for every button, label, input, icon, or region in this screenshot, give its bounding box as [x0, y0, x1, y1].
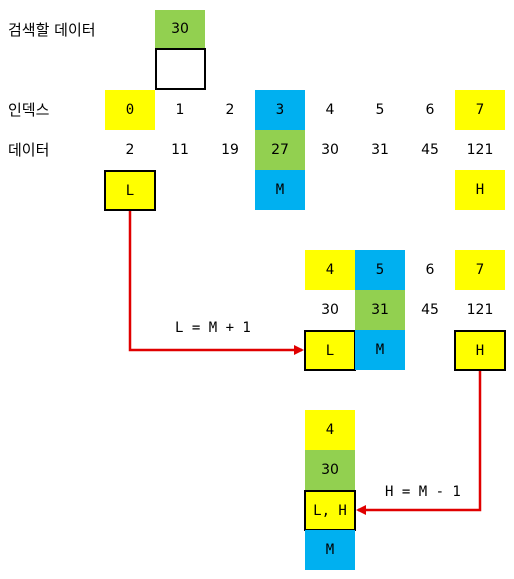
- step2-value-2: 45: [421, 302, 439, 318]
- marker-mid: M: [255, 170, 305, 210]
- search-value: 30: [155, 10, 205, 48]
- index-cell-2: 2: [225, 102, 235, 118]
- data-cell-3: 27: [255, 130, 305, 170]
- data-label: 데이터: [8, 141, 50, 159]
- step2-index-1: 5: [355, 250, 405, 290]
- step2-value-1: 31: [355, 290, 405, 330]
- index-cell-1: 1: [175, 102, 185, 118]
- data-cell-6: 45: [421, 142, 439, 158]
- data-cell-7: 121: [466, 142, 494, 158]
- data-cell-0: 2: [125, 142, 135, 158]
- data-cell-1: 11: [171, 142, 189, 158]
- step3-operation: H = M - 1: [385, 484, 461, 500]
- data-cell-2: 19: [221, 142, 239, 158]
- step2-value-3: 121: [466, 302, 494, 318]
- arrow-low-update: [128, 211, 304, 355]
- step3-value: 30: [305, 450, 355, 490]
- step2-marker-high: H: [454, 330, 506, 371]
- marker-high: H: [455, 170, 505, 210]
- index-cell-5: 5: [375, 102, 385, 118]
- step2-marker-mid: M: [355, 330, 405, 370]
- index-cell-4: 4: [325, 102, 335, 118]
- arrow-high-update: [356, 371, 482, 515]
- index-cell-3: 3: [255, 90, 305, 130]
- index-cell-0: 0: [105, 90, 155, 130]
- step2-value-0: 30: [321, 302, 339, 318]
- marker-low: L: [104, 170, 156, 211]
- index-cell-7: 7: [455, 90, 505, 130]
- step2-index-0: 4: [305, 250, 355, 290]
- step2-index-2: 6: [425, 262, 435, 278]
- data-cell-4: 30: [321, 142, 339, 158]
- step3-marker-low-high: L, H: [304, 490, 356, 531]
- step3-marker-mid: M: [305, 530, 355, 570]
- index-cell-6: 6: [425, 102, 435, 118]
- step3-index: 4: [305, 410, 355, 450]
- search-empty-box: [155, 48, 206, 90]
- step2-operation: L = M + 1: [175, 320, 251, 336]
- data-cell-5: 31: [371, 142, 389, 158]
- step2-index-3: 7: [455, 250, 505, 290]
- search-label: 검색할 데이터: [8, 21, 96, 39]
- index-label: 인덱스: [8, 101, 50, 119]
